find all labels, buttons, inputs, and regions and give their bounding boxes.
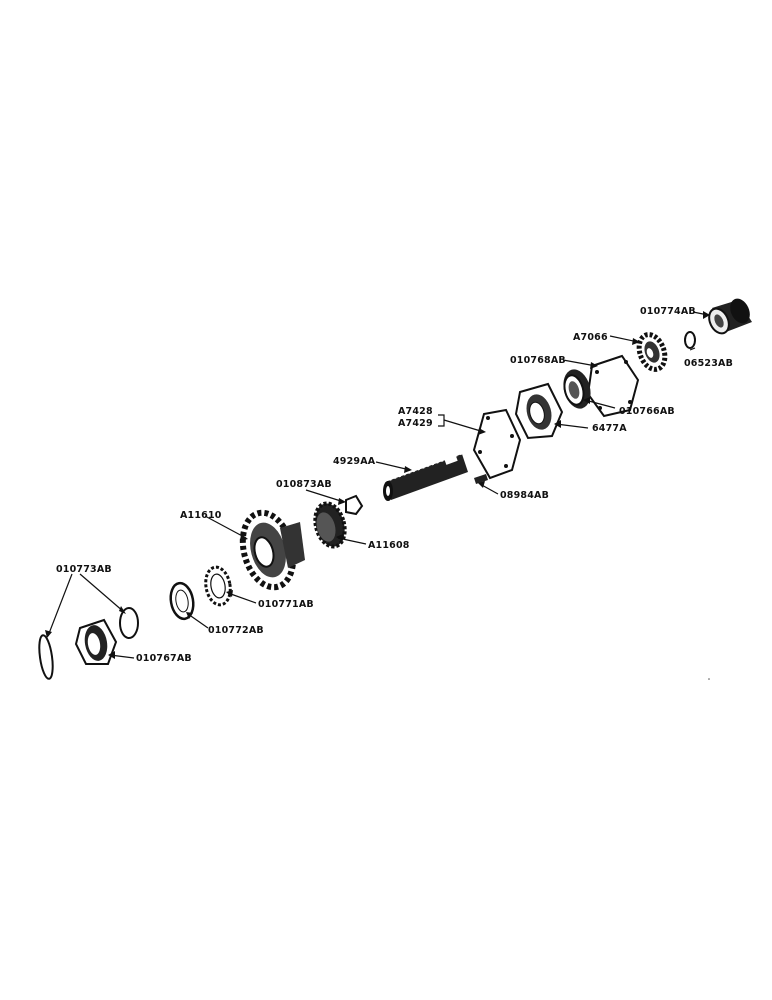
part-08984ab-key bbox=[474, 474, 488, 484]
label-a11608: A11608 bbox=[368, 540, 410, 551]
label-010768ab: 010768AB bbox=[510, 355, 566, 366]
label-010774ab: 010774AB bbox=[640, 306, 696, 317]
label-010771ab: 010771AB bbox=[258, 599, 314, 610]
label-010773ab: 010773AB bbox=[56, 564, 112, 575]
speck bbox=[708, 678, 710, 680]
part-010767ab-nut bbox=[74, 618, 118, 665]
part-010766ab-bearing bbox=[563, 369, 591, 409]
label-a7429: A7429 bbox=[398, 418, 433, 429]
part-010774ab-sleeve bbox=[708, 298, 752, 335]
label-06523ab: 06523AB bbox=[684, 358, 733, 369]
label-a7428: A7428 bbox=[398, 406, 433, 417]
part-010773ab-snap-ring-right bbox=[119, 607, 139, 639]
leader-arrowheads bbox=[45, 311, 710, 659]
part-6477a-cage bbox=[514, 382, 564, 440]
label-a7066: A7066 bbox=[573, 332, 608, 343]
label-a11610: A11610 bbox=[180, 510, 222, 521]
part-010873ab-nut bbox=[345, 494, 364, 516]
part-a11608-gear bbox=[313, 501, 347, 549]
part-a7066-gear bbox=[636, 332, 668, 372]
part-a11610-gear bbox=[239, 509, 305, 591]
part-06523ab-snap-ring bbox=[684, 331, 696, 349]
label-010873ab: 010873AB bbox=[276, 479, 332, 490]
label-08984ab: 08984AB bbox=[500, 490, 549, 501]
label-4929aa: 4929AA bbox=[333, 456, 376, 467]
part-010771ab-lock-washer bbox=[204, 565, 232, 607]
label-010772ab: 010772AB bbox=[208, 625, 264, 636]
part-010772ab-washer bbox=[169, 581, 195, 621]
part-4929aa-shaft bbox=[383, 453, 468, 501]
label-010766ab: 010766AB bbox=[619, 406, 675, 417]
part-a7428-gasket bbox=[472, 408, 522, 480]
part-010773ab-snap-ring-left bbox=[38, 634, 54, 680]
label-010767ab: 010767AB bbox=[136, 653, 192, 664]
label-6477a: 6477A bbox=[592, 423, 627, 434]
